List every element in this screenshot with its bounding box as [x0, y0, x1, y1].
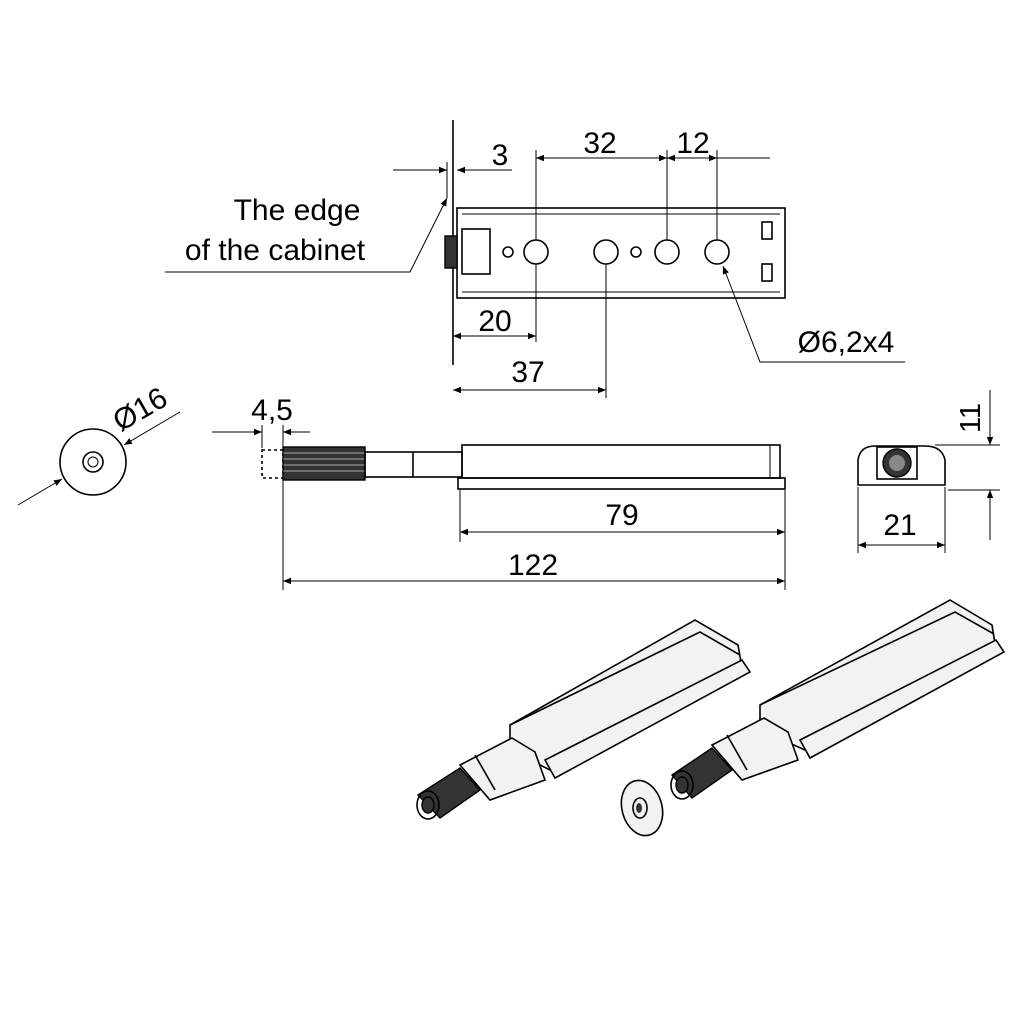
dim-hole-spacing-2: 12	[676, 127, 709, 160]
dim-hole-spec: Ø6,2x4	[798, 326, 895, 359]
edge-label-line2: of the cabinet	[185, 234, 366, 267]
dim-height: 11	[955, 403, 987, 433]
dim-second-hole: 37	[511, 356, 544, 389]
dim-first-hole: 20	[478, 305, 511, 338]
mounting-holes	[502, 239, 730, 265]
connector	[461, 228, 491, 275]
dim-tip-length: 4,5	[251, 394, 293, 427]
edge-label-line1: The edge	[234, 194, 361, 227]
pusher-body	[461, 444, 781, 479]
dim-hole-spacing-1: 32	[583, 127, 616, 160]
isometric-pusher-right	[670, 599, 1006, 800]
isometric-pusher-left	[416, 619, 752, 820]
isometric-washer	[620, 779, 664, 837]
mounting-plate	[456, 207, 786, 299]
dim-edge-offset: 3	[492, 139, 509, 172]
side-view: 4,5 79 122	[212, 394, 786, 590]
dim-body-length: 79	[605, 499, 638, 532]
washer-view: Ø16	[17, 381, 181, 506]
dim-width: 21	[883, 509, 916, 542]
dim-total-length: 122	[508, 549, 558, 582]
top-view: 3 32 12 20 37 The edge of the cabinet Ø6…	[165, 120, 905, 398]
dim-washer-diameter: Ø16	[107, 381, 173, 438]
knurled-tip	[282, 446, 366, 481]
end-view: 21 11	[857, 390, 1000, 553]
connector-teeth	[444, 235, 458, 269]
